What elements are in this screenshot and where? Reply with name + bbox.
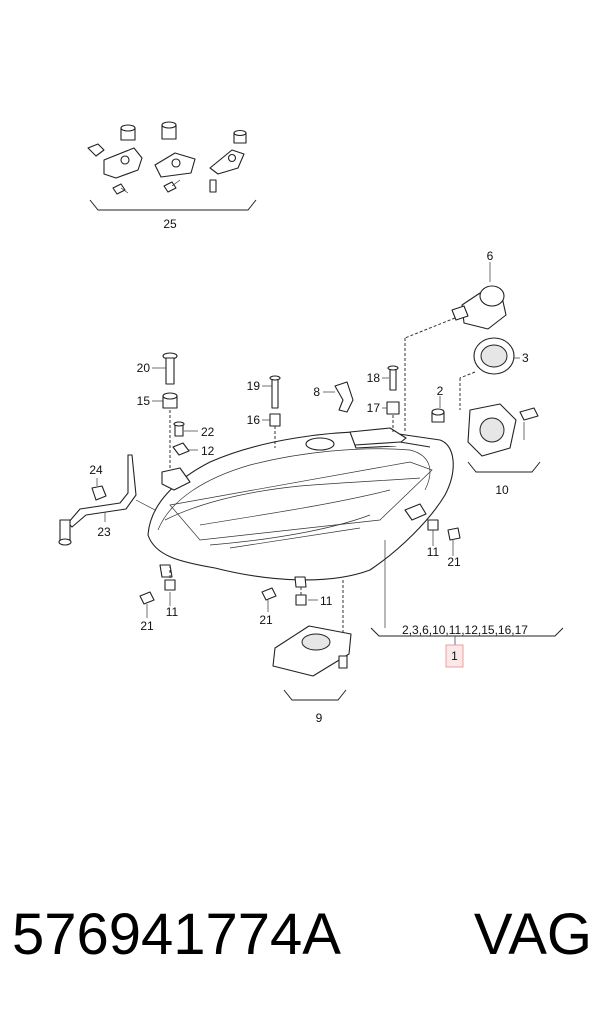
- callout-12: 12: [201, 444, 215, 458]
- footer: 576941774A VAG: [12, 890, 592, 980]
- callout-9: 9: [316, 711, 323, 725]
- part-6: [404, 262, 507, 339]
- group-1-list: 2,3,6,10,11,12,15,16,17: [402, 623, 528, 637]
- callout-11-left: 11: [166, 605, 179, 619]
- part-19-16: [262, 375, 281, 448]
- callout-23: 23: [97, 525, 111, 539]
- callout-8: 8: [313, 385, 320, 399]
- callout-22: 22: [201, 425, 215, 439]
- part-3: [459, 337, 520, 379]
- callout-25: 25: [163, 217, 177, 231]
- part-18-17: [382, 365, 400, 432]
- callout-10: 10: [495, 483, 509, 497]
- callout-3: 3: [522, 351, 529, 365]
- part-number: 576941774A: [12, 902, 341, 967]
- highlight-box[interactable]: [445, 644, 464, 668]
- part-11-21-right: [427, 519, 461, 556]
- callout-16: 16: [247, 413, 261, 427]
- callout-11-right: 11: [427, 545, 440, 559]
- group-1-bracket: [370, 540, 564, 646]
- bracket-kit-group: [87, 121, 257, 211]
- callout-15: 15: [137, 394, 151, 408]
- callout-11-middle: 11: [320, 594, 333, 608]
- part-8: [323, 381, 354, 413]
- part-21-11-middle: [261, 587, 318, 612]
- part-10: [467, 403, 541, 473]
- callout-6: 6: [487, 249, 494, 263]
- callout-21-right: 21: [447, 555, 461, 569]
- part-2: [431, 396, 445, 423]
- part-9: [272, 580, 352, 701]
- callout-21-middle: 21: [259, 613, 273, 627]
- callout-18: 18: [367, 371, 381, 385]
- parts-diagram: 25 6 3: [58, 121, 564, 725]
- callout-19: 19: [247, 379, 261, 393]
- callout-24: 24: [89, 463, 103, 477]
- part-20-15-22-12: [152, 352, 198, 470]
- part-24-23: [58, 454, 156, 546]
- headlamp-housing: [147, 427, 454, 588]
- callout-20: 20: [137, 361, 151, 375]
- callout-21-left: 21: [140, 619, 154, 633]
- brand-label: VAG: [473, 902, 592, 967]
- callout-2: 2: [437, 384, 444, 398]
- part-11-21-left: [139, 565, 176, 618]
- callout-1: 1: [451, 649, 458, 663]
- callout-17: 17: [367, 401, 381, 415]
